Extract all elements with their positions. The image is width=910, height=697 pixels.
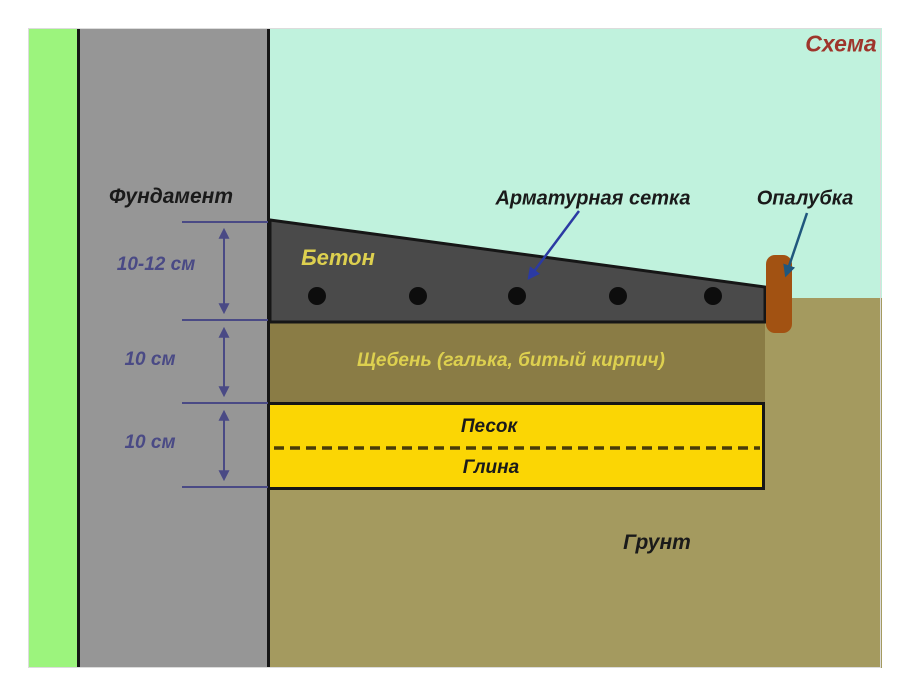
dimension-label-concrete: 10-12 см [116,254,196,275]
gravel-label: Щебень (галька, битый кирпич) [357,350,665,371]
formwork-label: Опалубка [756,187,854,210]
foundation-label: Фундамент [109,185,233,208]
scheme-title: Схема [805,30,877,57]
foundation-wall [77,28,270,668]
clay-label: Глина [462,457,520,478]
rebar-mesh-label: Арматурная сетка [495,187,691,210]
dimension-label-gravel: 10 см [124,349,176,370]
soil-region-right [765,298,882,668]
diagram-frame [28,28,881,668]
concrete-label: Бетон [301,245,375,270]
sand-clay-layer [267,402,765,490]
soil-region-bottom [270,490,765,668]
gravel-layer [270,318,765,405]
soil-label: Грунт [623,531,691,554]
sand-label: Песок [460,416,518,437]
green-strip [28,28,77,668]
dimension-label-sand-clay: 10 см [124,432,176,453]
